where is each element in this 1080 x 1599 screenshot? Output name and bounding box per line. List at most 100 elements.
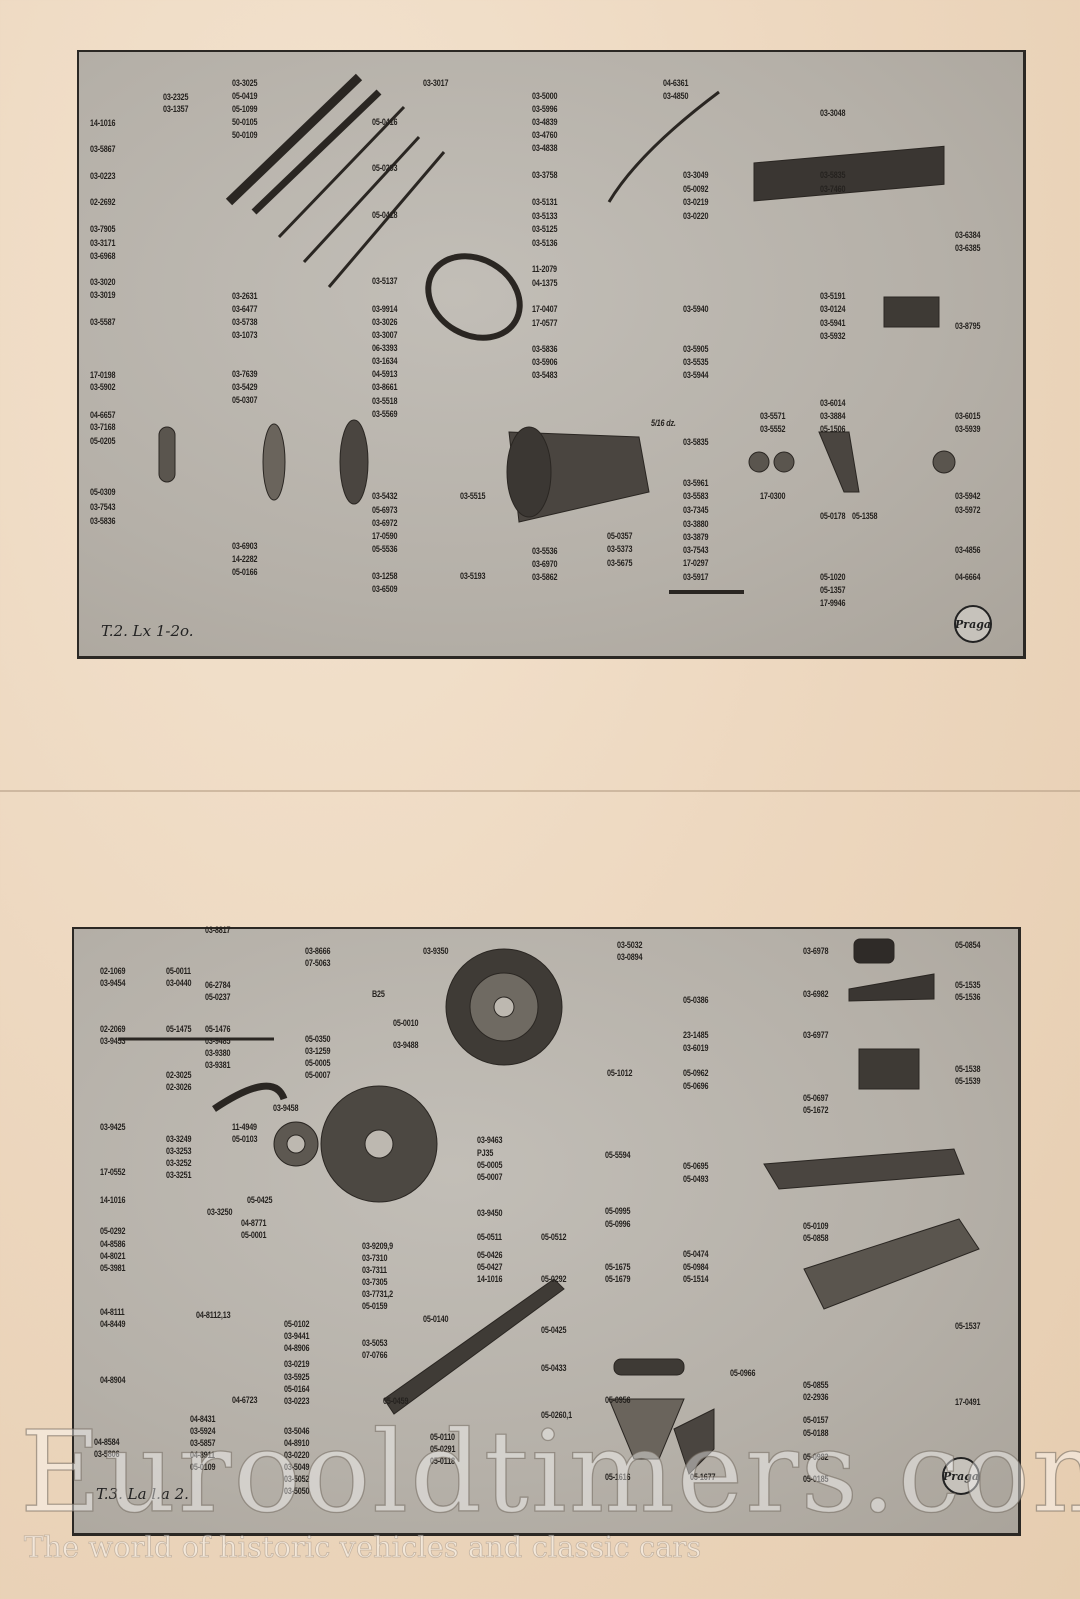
part-number-label: 03-5675 xyxy=(607,558,633,568)
part-number-label: 03-5836 xyxy=(532,344,558,354)
part-number-label: 03-4856 xyxy=(955,545,981,555)
part-number-label: 05-1539 xyxy=(955,1076,981,1086)
part-number-label: 03-5032 xyxy=(617,940,643,950)
part-number-label: 05-0386 xyxy=(683,995,709,1005)
part-number-label: 05-1535 xyxy=(955,980,981,990)
part-number-label: 03-6982 xyxy=(803,989,829,999)
part-number-label: 04-1375 xyxy=(532,278,558,288)
part-number-label: 05-1475 xyxy=(166,1024,192,1034)
part-number-label: 05-0418 xyxy=(372,210,398,220)
part-number-label: 05-0001 xyxy=(241,1230,267,1240)
part-number-label: 03-0124 xyxy=(820,304,846,314)
part-number-label: 03-4838 xyxy=(532,143,558,153)
part-number-label: 05-0695 xyxy=(683,1161,709,1171)
part-number-label: 03-9485 xyxy=(205,1036,231,1046)
part-number-label: 05-0292 xyxy=(100,1226,126,1236)
part-number-label: 05-1538 xyxy=(955,1064,981,1074)
part-number-label: 05-1358 xyxy=(852,511,878,521)
part-number-label: 03-5905 xyxy=(683,344,709,354)
part-number-label: 05-1514 xyxy=(683,1274,709,1284)
part-number-label: 05-1506 xyxy=(820,424,846,434)
part-number-label: 05-0109 xyxy=(190,1462,216,1472)
part-number-label: 05-1012 xyxy=(607,1068,633,1078)
part-number-label: 03-5942 xyxy=(955,491,981,501)
part-number-label: 03-5857 xyxy=(190,1438,216,1448)
part-number-label: 05-0178 xyxy=(820,511,846,521)
part-number-label: 06-3393 xyxy=(372,343,398,353)
part-number-label: 03-3007 xyxy=(372,330,398,340)
part-number-label: 03-0219 xyxy=(683,197,709,207)
part-number-label: 05-0092 xyxy=(683,184,709,194)
part-number-label: 03-6970 xyxy=(532,559,558,569)
part-number-label: 05-0459 xyxy=(383,1396,409,1406)
part-number-label: 03-5131 xyxy=(532,197,558,207)
part-number-label: 05-0110 xyxy=(430,1432,455,1442)
part-number-label: 05-5536 xyxy=(372,544,398,554)
part-number-label: 03-7460 xyxy=(820,184,846,194)
part-number-label: 03-9380 xyxy=(205,1048,231,1058)
part-number-label: 05-0696 xyxy=(683,1081,709,1091)
part-number-label: 05-1476 xyxy=(205,1024,231,1034)
part-number-label: 03-5050 xyxy=(284,1486,310,1496)
part-number-label: 03-3253 xyxy=(166,1146,192,1156)
part-number-label: 04-6657 xyxy=(90,410,116,420)
part-number-label: 03-6019 xyxy=(683,1043,709,1053)
part-number-label: 05-0260,1 xyxy=(541,1410,572,1420)
part-number-label: 03-6477 xyxy=(232,304,258,314)
part-number-label: 03-9458 xyxy=(273,1103,299,1113)
part-number-label: 03-5917 xyxy=(683,572,709,582)
part-number-label: 03-5552 xyxy=(760,424,786,434)
part-number-label: 03-5944 xyxy=(683,370,709,380)
part-number-label: 03-6978 xyxy=(803,946,829,956)
part-number-label: 03-5906 xyxy=(532,357,558,367)
part-number-label: 03-6977 xyxy=(803,1030,829,1040)
part-number-label: 05-0416 xyxy=(372,117,398,127)
part-number-label: 03-9463 xyxy=(477,1135,503,1145)
praga-logo: Praga xyxy=(954,605,992,643)
part-number-label: 11-2079 xyxy=(532,264,557,274)
part-number-label: 03-7731,2 xyxy=(362,1289,393,1299)
part-number-label: 03-7345 xyxy=(683,505,709,515)
part-number-label: 04-8584 xyxy=(94,1437,120,1447)
part-number-label: 03-5867 xyxy=(90,144,116,154)
part-number-label: 03-1073 xyxy=(232,330,258,340)
part-number-label: 03-1259 xyxy=(305,1046,331,1056)
part-number-label: 03-9488 xyxy=(393,1040,419,1050)
part-number-label: 05-0962 xyxy=(683,1068,709,1078)
part-number-label: 03-5587 xyxy=(90,317,116,327)
part-number-label: 03-7639 xyxy=(232,369,258,379)
part-number-label: 03-5373 xyxy=(607,544,633,554)
part-number-label: 03-5000 xyxy=(532,91,558,101)
part-number-label: 05-0159 xyxy=(362,1301,388,1311)
part-number-label: 05-0237 xyxy=(205,992,231,1002)
part-number-label: 03-3880 xyxy=(683,519,709,529)
part-number-label: 17-0198 xyxy=(90,370,116,380)
part-number-label: 05-0697 xyxy=(803,1093,829,1103)
part-number-label: 04-5913 xyxy=(372,369,398,379)
part-number-label: 03-3017 xyxy=(423,78,449,88)
part-number-label: 03-9453 xyxy=(100,1036,126,1046)
part-number-label: 03-5136 xyxy=(532,238,558,248)
part-number-label: 04-8906 xyxy=(284,1343,310,1353)
part-number-label: 05-6973 xyxy=(372,505,398,515)
part-number-label: 17-0590 xyxy=(372,531,398,541)
part-number-label: 03-3025 xyxy=(232,78,258,88)
part-number-label: 03-5569 xyxy=(372,409,398,419)
part-number-label: 05-0419 xyxy=(232,91,258,101)
part-number-label: 05-0010 xyxy=(393,1018,419,1028)
part-number-label: 03-5835 xyxy=(820,170,846,180)
part-number-label: 17-0491 xyxy=(955,1397,981,1407)
part-number-label: 03-6968 xyxy=(90,251,116,261)
part-number-label: 03-0894 xyxy=(617,952,643,962)
part-number-label: 03-5053 xyxy=(362,1338,388,1348)
part-number-label: 03-5193 xyxy=(460,571,486,581)
part-number-label: 05-1020 xyxy=(820,572,846,582)
part-number-label: 03-6972 xyxy=(372,518,398,528)
part-number-label: 03-3879 xyxy=(683,532,709,542)
part-number-label: 03-5940 xyxy=(683,304,709,314)
part-number-label: 05-1536 xyxy=(955,992,981,1002)
part-number-label: 05-0011 xyxy=(166,966,191,976)
part-number-label: 03-7311 xyxy=(362,1265,387,1275)
thread-note: 5/16 dz. xyxy=(651,418,676,428)
part-number-label: 05-1616 xyxy=(605,1472,631,1482)
